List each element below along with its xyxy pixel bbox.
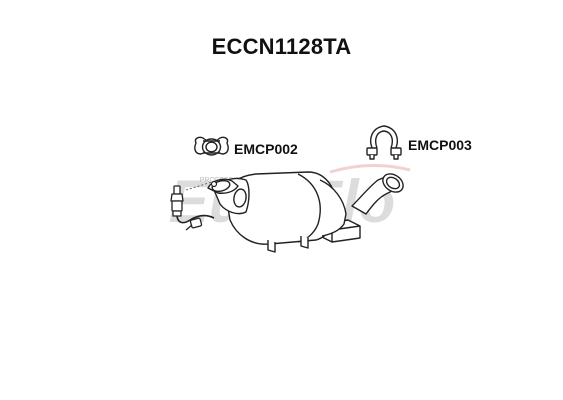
lambda-sensor-icon: [170, 185, 215, 231]
clamp-emcp003-icon: [366, 125, 402, 160]
part-label-emcp003: EMCP003: [408, 137, 472, 153]
catalytic-converter-icon: [207, 171, 404, 253]
part-number-title: ECCN1128TA: [211, 34, 352, 59]
sensor-boss: [210, 180, 218, 188]
watermark-swoosh: [329, 164, 411, 174]
clamp-emcp002-icon: [194, 136, 229, 156]
sensor-leader-line: [185, 181, 213, 191]
part-label-emcp002: EMCP002: [234, 141, 298, 157]
